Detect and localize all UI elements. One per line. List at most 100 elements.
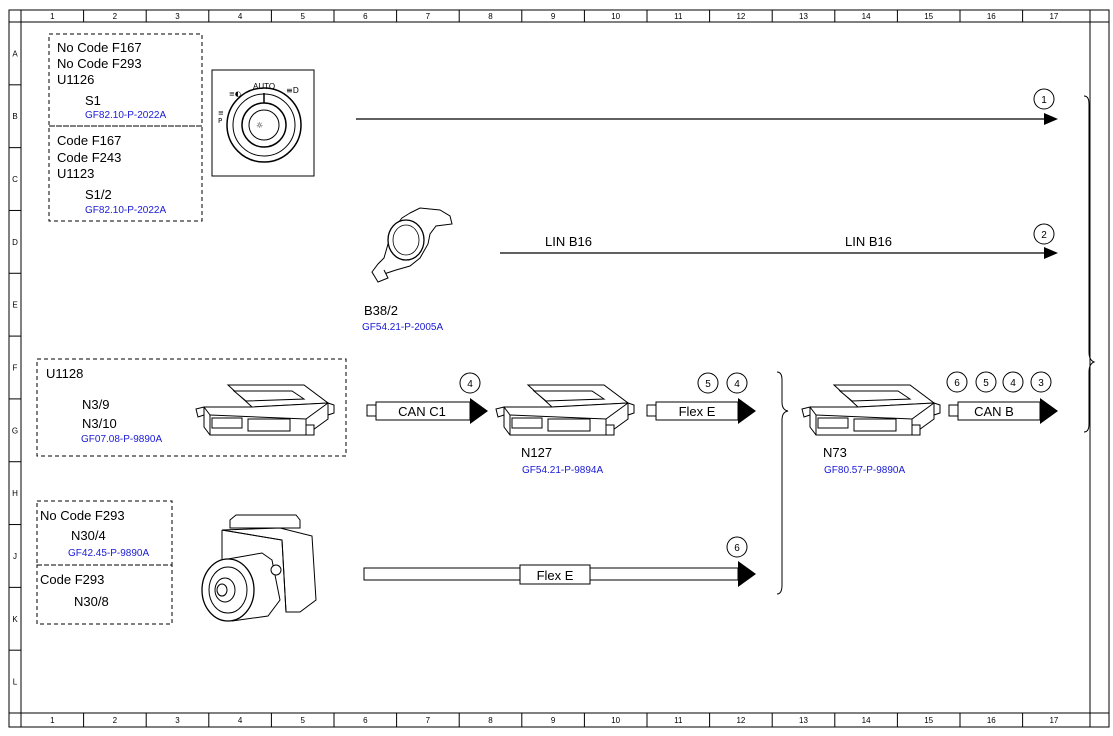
flex-e-bottom-connector: Flex E 6 [363, 536, 756, 587]
grid-column-label: 7 [426, 12, 431, 21]
s1-component-label: S1 [85, 93, 101, 108]
sensor-reference-link[interactable]: GF54.21-P-2005A [362, 322, 443, 333]
grid-column-label: 14 [862, 716, 871, 725]
grid-column-label: 11 [674, 12, 683, 21]
grid-column-label: 4 [238, 716, 243, 725]
svg-text:≡D: ≡D [286, 86, 299, 95]
grid-column-label: 12 [736, 12, 745, 21]
svg-text:P: P [218, 117, 222, 125]
grid-row-label: J [13, 552, 17, 561]
grid-column-label: 4 [238, 12, 243, 21]
output-brace [1083, 95, 1096, 433]
n39-group: U1128 N3/9 N3/10 GF07.08-P-9890A [36, 358, 347, 457]
grid-row-label: A [12, 49, 18, 58]
flex-e-top-connector: Flex E 5 4 [646, 372, 756, 424]
grid-column-label: 14 [862, 12, 871, 21]
control-unit-n73-image [801, 384, 941, 436]
marker-4: 4 [1010, 378, 1016, 389]
marker-4: 4 [467, 379, 473, 390]
grid-column-labels: 1122334455667788991010111112121313141415… [20, 10, 1059, 727]
n39-reference-link[interactable]: GF07.08-P-9890A [81, 434, 162, 445]
grid-column-label: 13 [799, 716, 808, 725]
n304-group: No Code F293 N30/4 GF42.45-P-9890A [36, 500, 173, 566]
n310-component-label: N3/10 [82, 416, 117, 431]
lin-b16-label-right: LIN B16 [845, 234, 892, 249]
grid-column-label: 16 [987, 12, 996, 21]
n39-title: U1128 [46, 366, 83, 381]
s1-output-line: 1 [356, 88, 1058, 125]
marker-6: 6 [954, 378, 960, 389]
grid-row-label: C [12, 175, 18, 184]
sensor-component-label: B38/2 [364, 303, 398, 318]
marker-1: 1 [1041, 95, 1047, 106]
grid-column-label: 5 [300, 12, 305, 21]
s12-reference-link[interactable]: GF82.10-P-2022A [85, 205, 166, 216]
rain-light-sensor-image: B38/2 GF54.21-P-2005A [362, 207, 453, 333]
n308-component-label: N30/8 [74, 594, 109, 609]
grid-column-label: 10 [611, 716, 620, 725]
s12-group: Code F167 Code F243 U1123 S1/2 GF82.10-P… [48, 125, 203, 222]
hydraulic-unit-image [201, 514, 317, 622]
s12-code-line: U1123 [57, 166, 94, 181]
s12-code-line: Code F243 [57, 150, 121, 165]
n73-reference-link[interactable]: GF80.57-P-9890A [824, 465, 905, 476]
grid-column-label: 7 [426, 716, 431, 725]
grid-row-label: E [12, 301, 17, 310]
n308-group: Code F293 N30/8 [36, 564, 173, 625]
grid-column-label: 9 [551, 716, 556, 725]
grid-column-label: 13 [799, 12, 808, 21]
input-brace [776, 371, 789, 595]
grid-column-label: 10 [611, 12, 620, 21]
grid-row-label: D [12, 238, 18, 247]
s12-component-label: S1/2 [85, 187, 112, 202]
grid-column-label: 1 [50, 12, 55, 21]
s1-code-line: No Code F293 [57, 56, 142, 71]
s1-reference-link[interactable]: GF82.10-P-2022A [85, 110, 166, 121]
s1-code-line: No Code F167 [57, 40, 142, 55]
marker-5: 5 [983, 378, 989, 389]
grid-row-label: B [12, 112, 17, 121]
grid-column-label: 6 [363, 12, 368, 21]
grid-row-label: G [12, 426, 18, 435]
lin-b16-label-left: LIN B16 [545, 234, 592, 249]
flex-e-bottom-label: Flex E [537, 568, 574, 583]
grid-column-label: 16 [987, 716, 996, 725]
svg-text:≡◐: ≡◐ [229, 90, 241, 98]
drawing-frame [8, 9, 1110, 728]
grid-column-label: 8 [488, 12, 493, 21]
n127-reference-link[interactable]: GF54.21-P-9894A [522, 465, 603, 476]
can-b-connector: CAN B 6 5 4 3 [946, 371, 1058, 424]
grid-column-label: 17 [1049, 12, 1058, 21]
s12-code-line: Code F167 [57, 133, 121, 148]
control-unit-n39-image [195, 384, 335, 436]
n304-reference-link[interactable]: GF42.45-P-9890A [68, 548, 149, 559]
grid-row-label: F [13, 364, 18, 373]
grid-column-label: 12 [736, 716, 745, 725]
grid-column-label: 6 [363, 716, 368, 725]
auto-label: AUTO [253, 82, 275, 91]
n304-title: No Code F293 [40, 508, 125, 523]
grid-column-label: 1 [50, 716, 55, 725]
grid-column-label: 3 [175, 716, 180, 725]
n304-component-label: N30/4 [71, 528, 106, 543]
marker-5: 5 [705, 379, 711, 390]
grid-column-label: 11 [674, 716, 683, 725]
marker-4: 4 [734, 379, 740, 390]
s1-code-line: U1126 [57, 72, 94, 87]
svg-text:☼: ☼ [256, 121, 263, 130]
grid-column-label: 3 [175, 12, 180, 21]
svg-text:≡: ≡ [218, 109, 224, 117]
light-switch-image: ☼ AUTO ≡◐ ≡D ≡ P [211, 69, 315, 177]
can-c1-label: CAN C1 [398, 404, 446, 419]
marker-2: 2 [1041, 230, 1047, 241]
n308-title: Code F293 [40, 572, 104, 587]
marker-6: 6 [734, 543, 740, 554]
can-b-label: CAN B [974, 404, 1014, 419]
n127-component-label: N127 [521, 445, 552, 460]
flex-e-top-label: Flex E [679, 404, 716, 419]
grid-row-label: K [12, 615, 18, 624]
grid-column-label: 5 [300, 716, 305, 725]
control-unit-n127-image [495, 384, 635, 436]
